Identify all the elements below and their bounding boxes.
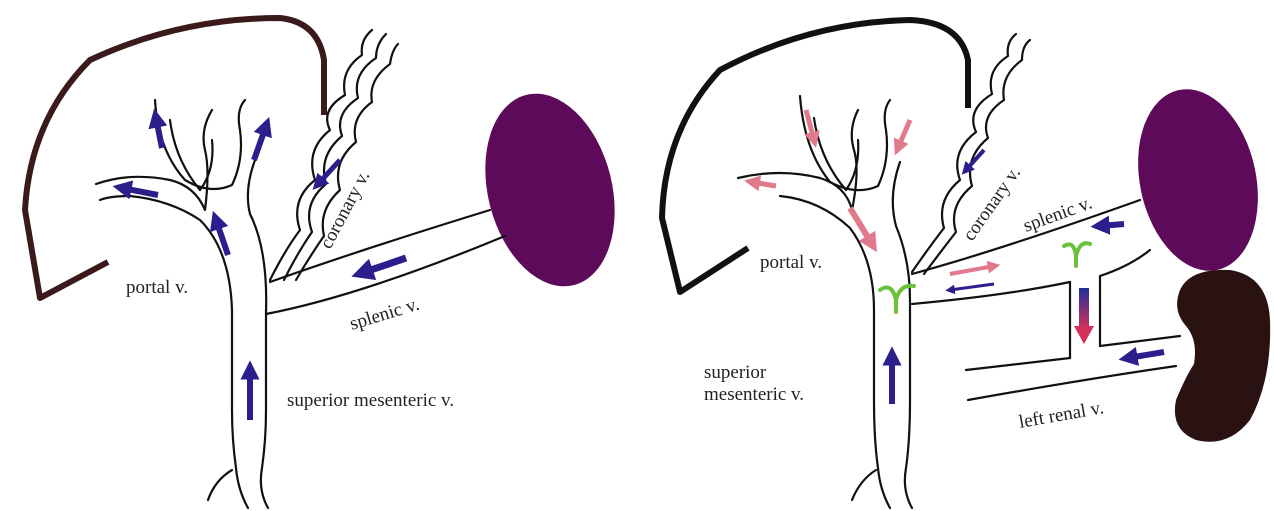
flow-arrow-right-branch-a xyxy=(752,182,776,186)
splenic-vein-right-upper xyxy=(912,200,1140,274)
left-panel: coronary v. portal v. splenic v. superio… xyxy=(25,18,634,508)
shunt-down-arrow-head xyxy=(1074,326,1094,344)
label-portal-left: portal v. xyxy=(126,277,188,298)
left-renal-vein-upper-r xyxy=(1100,336,1180,346)
label-left-renal-right: left renal v. xyxy=(1017,397,1105,433)
liver-outline-left xyxy=(25,18,324,298)
flow-arrow-left-portal xyxy=(216,220,228,255)
label-splenic-right: splenic v. xyxy=(1021,192,1095,236)
splenic-vein-right-lower-b xyxy=(1100,250,1150,276)
flow-arrow-left-coronary xyxy=(318,160,340,184)
kidney-right xyxy=(1175,270,1270,442)
flow-arrow-left-branch-m xyxy=(156,118,162,148)
portal-branch-upper-mid xyxy=(155,100,245,189)
flow-arrow-right-portal xyxy=(850,208,872,244)
spleen-right xyxy=(1122,78,1274,282)
label-smv-left: superior mesenteric v. xyxy=(287,390,454,411)
label-splenic-left: splenic v. xyxy=(347,294,422,335)
flow-arrow-right-splenic xyxy=(1100,224,1124,226)
flow-arrow-left-splenic xyxy=(362,258,406,273)
flow-arrow-left-branch-l xyxy=(122,188,158,195)
portal-vein-right-wall-r xyxy=(893,162,912,508)
mesenteric-lower-stub-right xyxy=(852,470,876,500)
left-renal-vein-lower xyxy=(968,366,1176,400)
label-mesenteric-right: mesenteric v. xyxy=(704,384,804,405)
flow-arrow-left-branch-r xyxy=(254,126,266,160)
left-renal-vein-upper xyxy=(966,358,1070,370)
flow-arrow-right-branch-c xyxy=(898,120,910,148)
spleen-left xyxy=(466,80,634,300)
right-panel: coronary v. splenic v. portal v. superio… xyxy=(662,20,1274,508)
flow-arrow-right-renal xyxy=(1128,352,1164,358)
label-superior-right: superior xyxy=(704,362,767,383)
portal-branch-right-a xyxy=(738,110,858,210)
label-portal-right: portal v. xyxy=(760,252,822,273)
shunt-mark-splenic xyxy=(1064,243,1090,266)
flow-arrow-right-splenic-blue xyxy=(950,284,994,290)
flow-arrow-right-splenic-pink xyxy=(950,266,994,274)
label-coronary-right: coronary v. xyxy=(959,163,1025,245)
shunt-down-arrow-shaft xyxy=(1079,288,1089,328)
mesenteric-lower-stub xyxy=(208,470,232,500)
portal-vein-right-wall xyxy=(248,160,268,508)
